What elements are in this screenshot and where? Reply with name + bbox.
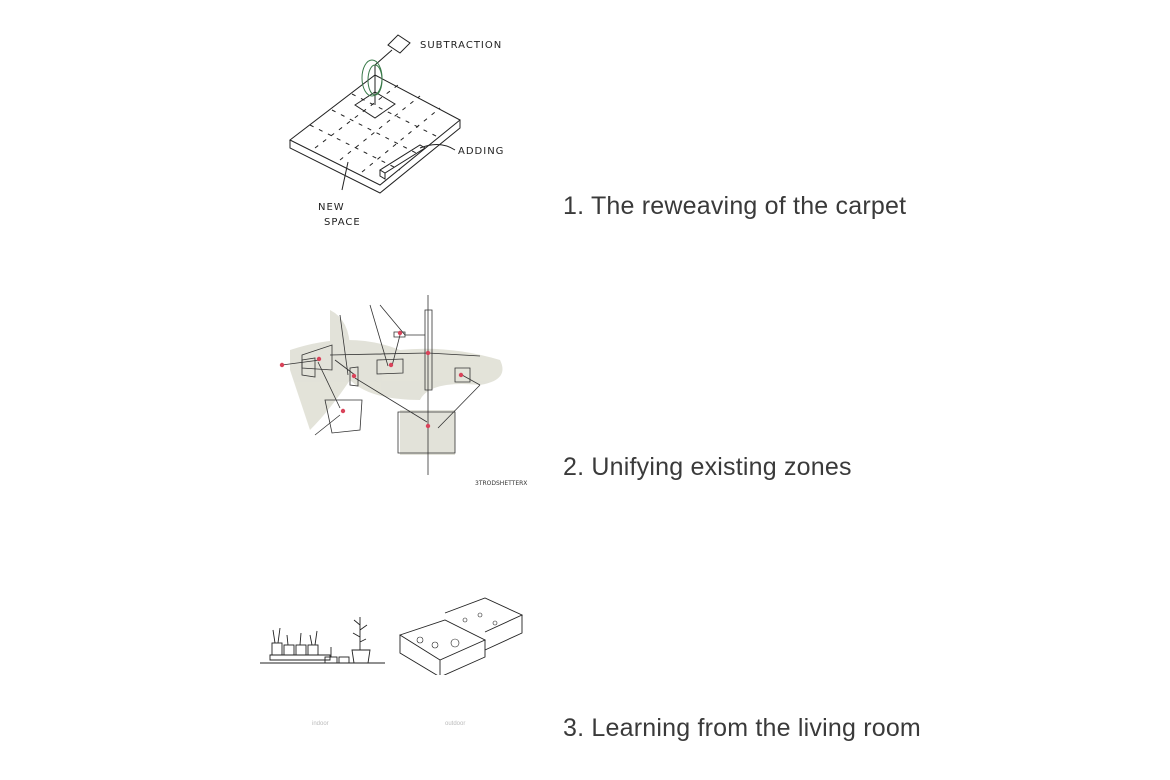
outdoor-label: outdoor [445, 721, 466, 727]
indoor-label: indoor [312, 721, 329, 727]
caption-1: 1. The reweaving of the carpet [563, 192, 907, 220]
carpet-sketch: SUBTRACTION ADDING NEW SPACE [289, 34, 504, 228]
signature: 3TRODSHETTERX [475, 480, 527, 487]
new-label: NEW [318, 202, 345, 213]
living-room-sketch [260, 597, 524, 675]
caption-3: 3. Learning from the living room [563, 714, 921, 742]
subtraction-label: SUBTRACTION [420, 40, 502, 51]
caption-2: 2. Unifying existing zones [563, 453, 852, 481]
adding-label: ADDING [458, 146, 504, 157]
space-label: SPACE [324, 217, 361, 228]
zones-sketch: 3TRODSHETTERX [279, 295, 527, 487]
